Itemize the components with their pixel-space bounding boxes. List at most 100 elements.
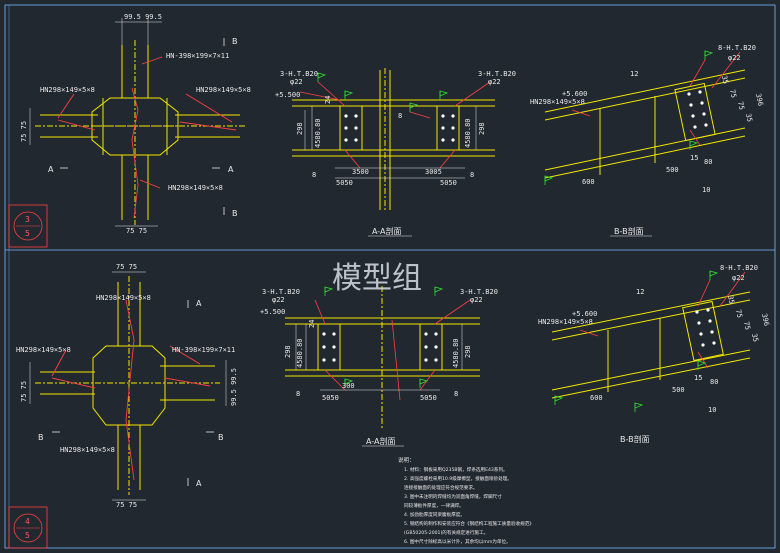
top-bb-dim9: 396	[754, 93, 764, 107]
bottom-bb-dim5: 35	[726, 295, 736, 305]
top-aa-dim-h3: 5050	[440, 179, 457, 187]
notes-line-8: 6. 图中尺寸除标高以米计外，其余均以mm为单位。	[404, 538, 511, 545]
bottom-aa-bolt-left-dia: φ22	[272, 296, 285, 304]
notes-line-6: 5. 钢结构的制作和安装应符合《钢结构工程施工质量验收规范》	[404, 520, 534, 527]
bottom-plan-dim-top: 75 75	[116, 263, 137, 271]
top-aa-dim-h0: 5050	[336, 179, 353, 187]
top-bb-dim6: 75	[728, 89, 738, 99]
bottom-aa-dim-h1: 300	[342, 382, 355, 390]
bottom-aa-bolt-right: 3-H.T.B20	[460, 288, 498, 296]
bottom-sheet-num: 4	[25, 517, 30, 526]
bottom-plan-dim-right: 99.5 99.5	[230, 368, 238, 406]
top-plan-dim-top: 99.5 99.5	[124, 13, 162, 21]
top-bb-slope: 12	[630, 70, 638, 78]
top-aa-dim-v0: 298	[296, 122, 304, 135]
top-bb-bolt: 8-H.T.B20	[718, 44, 756, 52]
bottom-section-mark-a-bottom: A	[196, 479, 202, 488]
bottom-aa-bolt-left: 3-H.T.B20	[262, 288, 300, 296]
watermark-text: 模型组	[332, 261, 422, 296]
bottom-aa-elev: +5.500	[260, 308, 285, 316]
top-bb-dim4: 10	[702, 186, 710, 194]
top-plan-joint: 99.5 99.5 75 75 75 75 HN-398×199×7×11 HN…	[8, 13, 251, 248]
top-aa-bolts-left	[344, 114, 358, 142]
bottom-bb-bolt-dia: φ22	[732, 274, 745, 282]
bottom-plan-dim-left: 75 75	[20, 381, 28, 402]
top-section-bb: 8-H.T.B20 φ22 HN298×149×5×8 +5.600 12 60…	[530, 44, 765, 237]
top-sheet-number: 3 5	[8, 204, 48, 248]
top-plan-beam-bottom-label: HN298×149×5×8	[168, 184, 223, 192]
top-aa-elev: +5.500	[275, 91, 300, 99]
bottom-aa-dim-vr1: 298	[464, 345, 472, 358]
top-aa-weld-1: 8	[398, 112, 402, 120]
bottom-bb-elev: +5.600	[572, 310, 597, 318]
bottom-bb-dim1: 500	[672, 386, 685, 394]
bottom-bb-bolt: 8-H.T.B20	[720, 264, 758, 272]
notes-line-1: 2. 高强度螺栓采用10.9级摩擦型，接触面喷砂处理。	[404, 475, 512, 482]
bottom-bb-dim0: 600	[590, 394, 603, 402]
top-section-mark-a-right: A	[228, 165, 234, 174]
top-plan-beam-right-label: HN298×149×5×8	[196, 86, 251, 94]
bottom-aa-caption: A-A剖面	[366, 436, 395, 446]
top-bb-dim8: 35	[744, 113, 754, 123]
top-aa-weld-2: 8	[470, 171, 474, 179]
bottom-aa-dim-v0: 298	[284, 345, 292, 358]
bottom-bb-slope: 12	[636, 288, 644, 296]
bottom-bb-dim9: 396	[760, 313, 770, 327]
top-bb-elev: +5.600	[562, 90, 587, 98]
top-sheet-num: 3	[25, 215, 30, 224]
bottom-bb-dim6: 75	[734, 309, 744, 319]
top-aa-dim-vr0: 4580.80	[464, 118, 472, 148]
notes-line-0: 1. 材料：钢板采用Q235B钢，焊条选用E43系列。	[404, 466, 508, 473]
notes-line-5: 4. 加劲肋厚度同梁腹板厚度。	[404, 511, 465, 518]
top-aa-bolt-right-dia: φ22	[488, 78, 501, 86]
bottom-bb-dim7: 75	[742, 321, 752, 331]
bottom-aa-dim-h0: 5050	[322, 394, 339, 402]
bottom-section-mark-b-left: B	[38, 433, 44, 442]
top-bb-bolts	[687, 90, 708, 129]
top-sheet-den: 5	[25, 229, 30, 238]
bottom-section-aa: 3-H.T.B20 φ22 3-H.T.B20 φ22 +5.500 298 4…	[260, 286, 498, 447]
top-bb-beam: HN298×149×5×8	[530, 98, 585, 106]
drawing-frame	[4, 4, 776, 549]
bottom-plan-beam-top-label: HN298×149×5×8	[96, 294, 151, 302]
bottom-aa-dim-h2: 5050	[420, 394, 437, 402]
bottom-aa-weld-1: 8	[454, 390, 458, 398]
top-bb-caption: B-B剖面	[614, 226, 644, 236]
bottom-aa-dim-v2: 24	[308, 320, 316, 328]
top-aa-dim-v1: 4580.80	[314, 118, 322, 148]
notes-line-3: 3. 图中未注明的焊缝均为双面角焊缝，焊脚尺寸	[404, 493, 502, 500]
top-aa-bolts-right	[441, 114, 455, 142]
bottom-plan-beam-right-label: HN-398×199×7×11	[172, 346, 235, 354]
notes-line-2: 连接接触面的处理应符合规范要求。	[404, 484, 478, 491]
bottom-bb-caption: B-B剖面	[620, 434, 650, 444]
top-section-mark-a-left: A	[48, 165, 54, 174]
top-plan-beam-left-label: HN298×149×5×8	[40, 86, 95, 94]
bottom-aa-bolts-right	[424, 332, 438, 362]
top-bb-bolt-dia: φ22	[728, 54, 741, 62]
bottom-bb-dim8: 35	[750, 333, 760, 343]
top-aa-caption: A-A剖面	[372, 226, 401, 236]
design-notes: 说明： 1. 材料：钢板采用Q235B钢，焊条选用E43系列。 2. 高强度螺栓…	[398, 456, 534, 545]
bottom-plan-beam-bottom-label: HN298×149×5×8	[60, 446, 115, 454]
bottom-plan-joint: 75 75 75 75 75 75 99.5 99.5 HN298×149×5×…	[8, 263, 238, 549]
bottom-plan-beam-left-label: HN298×149×5×8	[16, 346, 71, 354]
top-aa-dim-vr1: 298	[478, 122, 486, 135]
bottom-aa-weld-0: 8	[296, 390, 300, 398]
top-section-mark-b-bottom: B	[232, 209, 238, 218]
top-aa-bolt-right: 3-H.T.B20	[478, 70, 516, 78]
bottom-aa-bolt-right-dia: φ22	[470, 296, 483, 304]
top-aa-dim-v2: 24	[324, 96, 332, 104]
top-bb-dim5: 35	[720, 75, 730, 85]
bottom-section-mark-a-top: A	[196, 299, 202, 308]
bottom-bb-beam: HN298×149×5×8	[538, 318, 593, 326]
bottom-aa-dim-v1: 4580.80	[296, 338, 304, 368]
top-aa-bolt-left-dia: φ22	[290, 78, 303, 86]
top-plan-beam-top-label: HN-398×199×7×11	[166, 52, 229, 60]
notes-line-4: 同较薄板件厚度，一律满焊。	[404, 502, 464, 509]
bottom-bb-dim3: 80	[710, 378, 718, 386]
top-bb-dim1: 500	[666, 166, 679, 174]
bottom-sheet-number: 4 5	[8, 506, 48, 549]
bottom-sheet-den: 5	[25, 531, 30, 540]
bottom-aa-dim-vr0: 4580.80	[452, 338, 460, 368]
